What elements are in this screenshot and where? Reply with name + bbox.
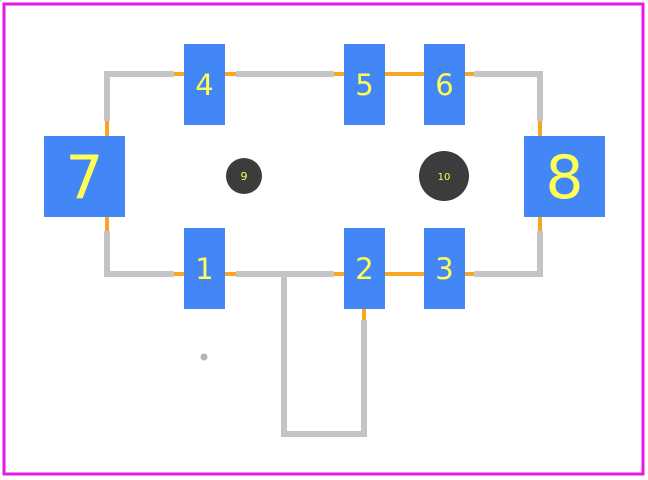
silkscreen <box>104 71 543 437</box>
pad-6-label: 6 <box>435 68 453 102</box>
silk-bottom-loop <box>281 271 367 437</box>
silk-top-right <box>474 71 543 121</box>
pad-7-shape <box>44 136 125 217</box>
pad-8-shape <box>524 136 605 217</box>
silk-bottom-right <box>474 231 543 277</box>
pad-4-shape <box>184 44 225 125</box>
pad-1[interactable]: 1 <box>184 228 225 309</box>
traces <box>105 72 542 320</box>
pad-2-label: 2 <box>355 252 373 286</box>
hole-9[interactable]: 9 <box>226 158 262 194</box>
board-outline <box>2 2 645 476</box>
pad-5-label: 5 <box>355 68 373 102</box>
pad-4-label: 4 <box>195 68 213 102</box>
hole-9-shape <box>226 158 262 194</box>
pad-1-label: 1 <box>195 252 213 286</box>
pad-2[interactable]: 2 <box>344 228 385 309</box>
silk-top-left <box>104 71 174 121</box>
pad-5[interactable]: 5 <box>344 44 385 125</box>
pad-4[interactable]: 4 <box>184 44 225 125</box>
pad-7-label: 7 <box>65 143 103 213</box>
pad-1-shape <box>184 228 225 309</box>
pad-2-shape <box>344 228 385 309</box>
hole-10[interactable]: 10 <box>419 151 469 201</box>
hole-9-label: 9 <box>241 170 248 183</box>
pad-3[interactable]: 3 <box>424 228 465 309</box>
origin-marker <box>200 353 208 361</box>
pads: 1 2 3 4 5 6 7 8 <box>44 44 605 309</box>
pad-6[interactable]: 6 <box>424 44 465 125</box>
holes: 9 10 <box>226 151 469 201</box>
hole-10-label: 10 <box>438 172 451 183</box>
pad-3-shape <box>424 228 465 309</box>
pad-8-label: 8 <box>545 143 583 213</box>
pad-7[interactable]: 7 <box>44 136 125 217</box>
pad-3-label: 3 <box>435 252 453 286</box>
silk-bottom-left <box>104 231 174 277</box>
pad-6-shape <box>424 44 465 125</box>
hole-10-shape <box>419 151 469 201</box>
pad-8[interactable]: 8 <box>524 136 605 217</box>
pad-5-shape <box>344 44 385 125</box>
